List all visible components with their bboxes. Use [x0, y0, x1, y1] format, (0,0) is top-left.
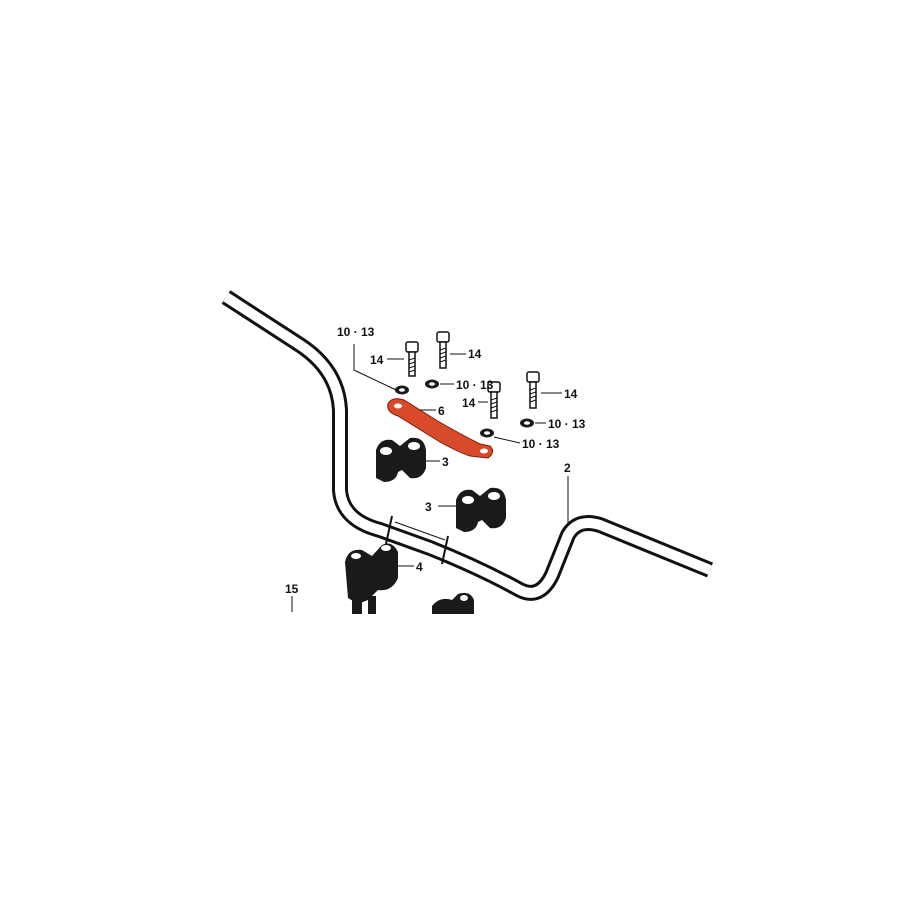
callout-plate: 6 [438, 404, 445, 418]
callout-holder-upper-rear: 3 [425, 500, 432, 514]
washer-d [480, 428, 494, 438]
callout-washer-b: 10 · 13 [456, 378, 494, 392]
lower-holder-right [432, 592, 474, 614]
leader-lines [291, 344, 569, 612]
bolt-b [436, 331, 450, 369]
callout-bolt-b: 14 [468, 347, 482, 361]
lower-holder [345, 543, 398, 614]
upper-holder-front [376, 437, 426, 482]
washer-b [425, 379, 439, 389]
callout-holder-lower: 4 [416, 560, 423, 574]
callout-part-15: 15 [285, 582, 299, 596]
callout-holder-upper-front: 3 [442, 455, 449, 469]
callout-bolt-d: 14 [564, 387, 578, 401]
callout-washer-c: 10 · 13 [548, 417, 586, 431]
bolt-d [526, 371, 540, 409]
handlebar-plate [387, 398, 494, 459]
plate-shape [387, 398, 494, 459]
callout-bolt-a: 14 [370, 353, 384, 367]
bolt-c [487, 381, 501, 419]
callout-bolt-c: 14 [462, 396, 476, 410]
upper-holder-rear [456, 487, 506, 532]
callout-handlebar: 2 [564, 461, 571, 475]
bolt-a [405, 341, 419, 377]
handlebar [221, 290, 714, 601]
callout-labels: 10 · 13 14 14 10 · 13 14 14 10 · 13 10 ·… [285, 325, 586, 596]
callout-washer-a: 10 · 13 [337, 325, 375, 339]
washer-a [395, 385, 409, 395]
handlebar-knurl [385, 515, 449, 565]
washer-c [520, 418, 534, 428]
callout-washer-d: 10 · 13 [522, 437, 560, 451]
